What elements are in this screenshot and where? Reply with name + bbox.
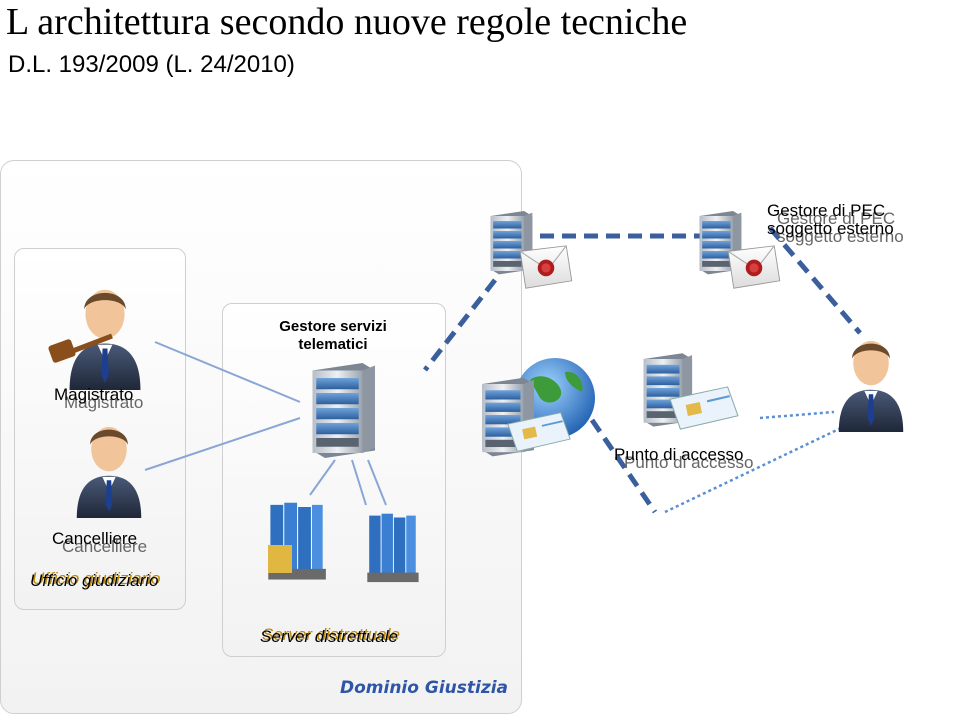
server-panel — [222, 303, 446, 657]
page-title: L architettura secondo nuove regole tecn… — [6, 1, 688, 43]
mail-seal-icon — [519, 245, 573, 289]
solid-links — [144, 341, 387, 506]
gestore-servizi-label: Gestore servizi telematici — [279, 318, 387, 353]
magistrato-label: Magistrato Magistrato — [54, 385, 144, 412]
mail-seal-icon — [727, 245, 781, 289]
dotted-links — [664, 410, 863, 514]
gestore-server-icon — [312, 363, 375, 458]
ufficio-label: Ufficio giudiziario Ufficio giudiziario — [30, 569, 161, 590]
binder-icon — [367, 513, 419, 583]
server-distrettuale-label: Server distrettuale Server distrettuale — [260, 625, 400, 646]
user-icon — [838, 340, 904, 432]
dominio-label: Dominio Giustizia — [340, 678, 509, 698]
folder-icon — [268, 545, 292, 573]
punto-accesso-label: Punto di accesso Punto di accesso — [614, 445, 754, 472]
page-subtitle: D.L. 193/2009 (L. 24/2010) — [8, 51, 295, 78]
gavel-icon — [48, 333, 113, 363]
dashed-links — [423, 226, 862, 514]
clerk-icon — [76, 426, 142, 518]
cancelliere-label: Cancelliere Cancelliere — [52, 529, 148, 556]
